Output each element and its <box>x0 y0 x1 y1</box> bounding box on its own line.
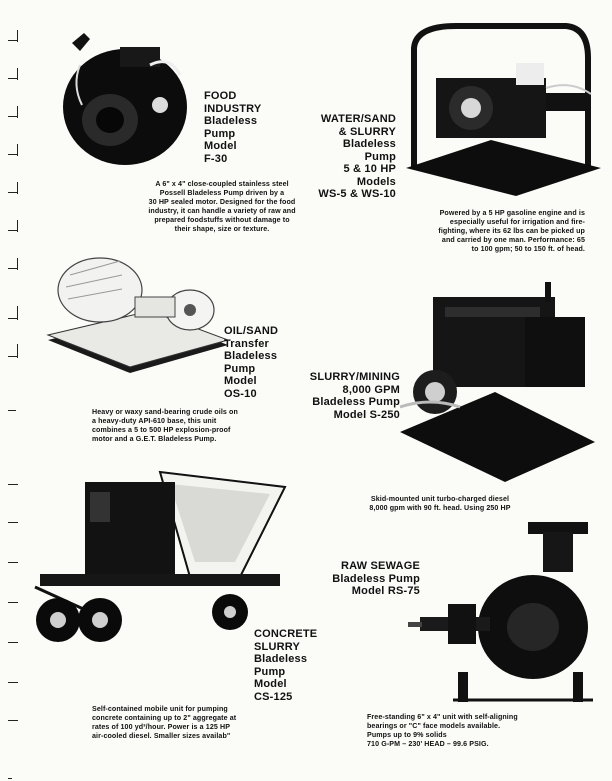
slurry-description: Skid-mounted unit turbo-charged diesel 8… <box>369 495 511 512</box>
oil-pump-photo <box>40 245 230 375</box>
slurry-pump-photo <box>395 282 600 487</box>
slurry-title: SLURRY/MINING 8,000 GPM Bladeless Pump M… <box>309 371 400 421</box>
water-description: Powered by a 5 HP gasoline engine and is… <box>438 209 585 253</box>
margin-ticks <box>0 0 30 781</box>
concrete-title: CONCRETE SLURRY Bladeless Pump Model CS-… <box>254 628 318 703</box>
sewage-description: Free-standing 6" x 4" unit with self-ali… <box>367 713 518 748</box>
food-title: FOOD INDUSTRY Bladeless Pump Model F-30 <box>204 90 262 165</box>
oil-title: OIL/SAND Transfer Bladeless Pump Model O… <box>224 325 279 400</box>
concrete-pump-photo <box>30 462 290 662</box>
food-description: A 6" x 4" close-coupled stainless steel … <box>148 180 296 233</box>
sewage-title: RAW SEWAGE Bladeless Pump Model RS-75 <box>332 560 420 597</box>
water-pump-photo <box>396 18 606 200</box>
water-title: WATER/SAND & SLURRY Bladeless Pump 5 & 1… <box>318 113 396 200</box>
sewage-pump-photo <box>408 522 598 707</box>
oil-description: Heavy or waxy sand-bearing crude oils on… <box>92 408 238 443</box>
food-pump-photo <box>40 25 200 175</box>
concrete-description: Self-contained mobile unit for pumping c… <box>92 705 237 740</box>
